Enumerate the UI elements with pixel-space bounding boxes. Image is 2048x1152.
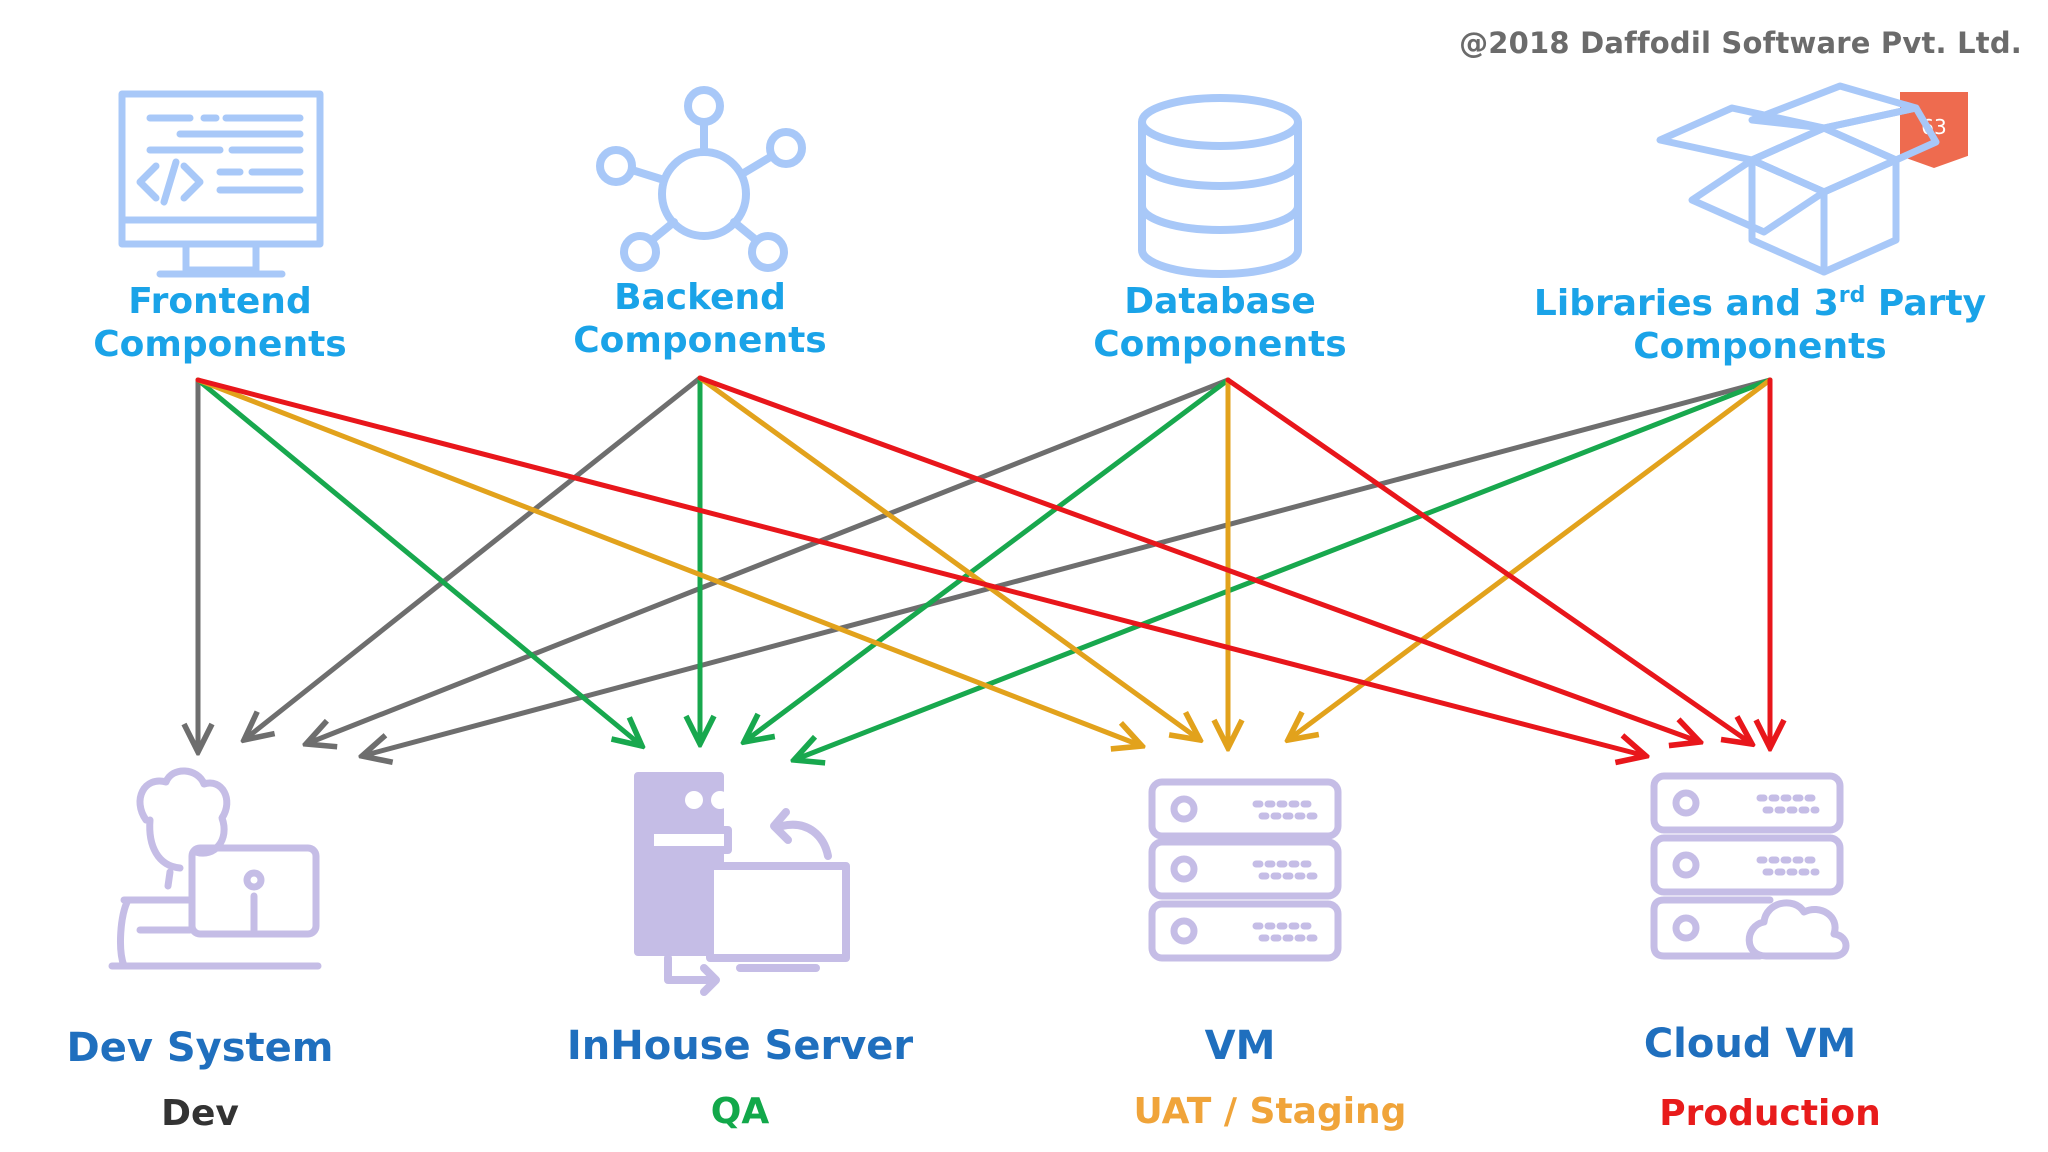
source-label-line2: Components xyxy=(573,320,827,362)
env-label-qa: QA xyxy=(710,1091,770,1132)
source-label-line2: Components xyxy=(93,324,347,366)
arrow-database-to-dev xyxy=(306,377,1231,744)
source-label-line2: Components xyxy=(1633,326,1887,368)
target-title-dev: Dev System xyxy=(66,1025,334,1071)
env-label-dev: Dev xyxy=(161,1093,239,1134)
arrow-backend-to-dev xyxy=(244,375,703,740)
target-title-uat: VM xyxy=(1204,1023,1276,1069)
arrow-backend-to-prod xyxy=(697,375,1700,742)
arrow-frontend-to-prod xyxy=(195,377,1646,756)
arrow-database-to-prod xyxy=(1225,377,1752,744)
source-label-database: Database Components xyxy=(1070,280,1370,366)
arrow-libraries-to-uat xyxy=(1288,377,1773,740)
arrow-backend-to-uat xyxy=(697,375,1200,740)
source-label-libraries: Libraries and 3rd Party Components xyxy=(1500,282,2020,368)
arrow-libraries-to-qa xyxy=(794,377,1773,760)
target-title-qa: InHouse Server xyxy=(566,1023,914,1069)
source-label-line1: Frontend xyxy=(128,281,312,322)
source-label-line1: Database xyxy=(1124,281,1316,322)
copyright-text: @2018 Daffodil Software Pvt. Ltd. xyxy=(1459,26,2022,60)
source-label-line1: Libraries and 3rd Party xyxy=(1533,283,1987,324)
source-label-line2: Components xyxy=(1093,324,1347,366)
arrow-database-to-qa xyxy=(744,377,1231,742)
source-label-backend: Backend Components xyxy=(550,276,850,362)
env-label-prod: Production xyxy=(1659,1093,1881,1134)
arrow-libraries-to-dev xyxy=(362,377,1773,756)
target-title-prod: Cloud VM xyxy=(1643,1021,1857,1067)
env-label-uat: UAT / Staging xyxy=(1133,1091,1407,1132)
source-label-line1: Backend xyxy=(614,277,786,318)
arrow-frontend-to-qa xyxy=(195,377,642,746)
arrow-frontend-to-uat xyxy=(195,377,1142,746)
source-label-frontend: Frontend Components xyxy=(70,280,370,366)
